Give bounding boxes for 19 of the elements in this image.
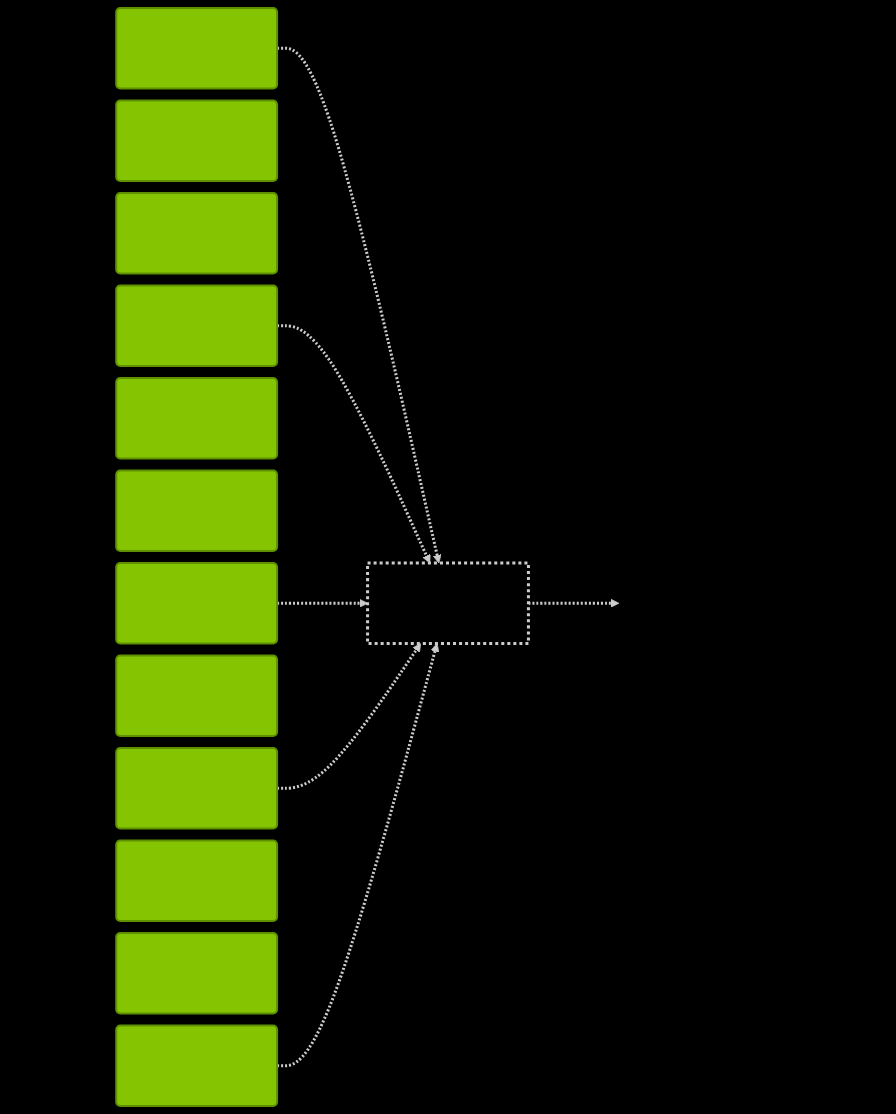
node-bar	[115, 7, 279, 90]
node-bar	[115, 562, 279, 645]
node-bar	[115, 1024, 279, 1107]
node-bar	[115, 932, 279, 1015]
arrow	[277, 46, 442, 564]
node-bar	[115, 377, 279, 460]
arrow	[277, 324, 431, 564]
arrow	[277, 643, 440, 1068]
node-bar	[115, 284, 279, 367]
arrow	[277, 643, 422, 790]
node-bar	[115, 99, 279, 182]
node-box	[366, 561, 530, 645]
arrow	[528, 598, 620, 608]
node-bar	[115, 747, 279, 830]
node-bar	[115, 469, 279, 552]
node-bar	[115, 839, 279, 922]
arrow	[277, 598, 368, 608]
node-bar	[115, 192, 279, 275]
node-bar	[115, 654, 279, 737]
